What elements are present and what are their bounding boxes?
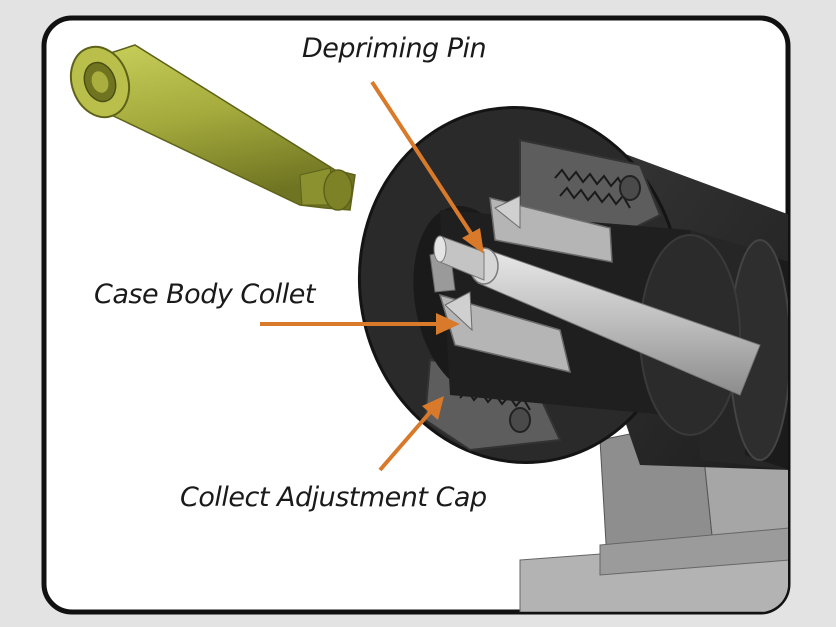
case-body-collet-label: Case Body Collet <box>94 279 315 310</box>
cap-arrowhead <box>422 396 444 420</box>
callout-arrows <box>260 80 484 472</box>
collet-adjustment-cap-label: Collect Adjustment Cap <box>180 482 487 513</box>
brass-case <box>69 44 356 211</box>
cap-arrow <box>378 408 434 472</box>
collet-arrowhead <box>436 313 460 335</box>
pin-arrowhead <box>462 228 484 254</box>
depriming-pin <box>433 235 761 396</box>
depriming-pin-label: Depriming Pin <box>302 33 487 64</box>
case-body-collet <box>429 195 613 374</box>
pin-arrow <box>370 80 476 240</box>
